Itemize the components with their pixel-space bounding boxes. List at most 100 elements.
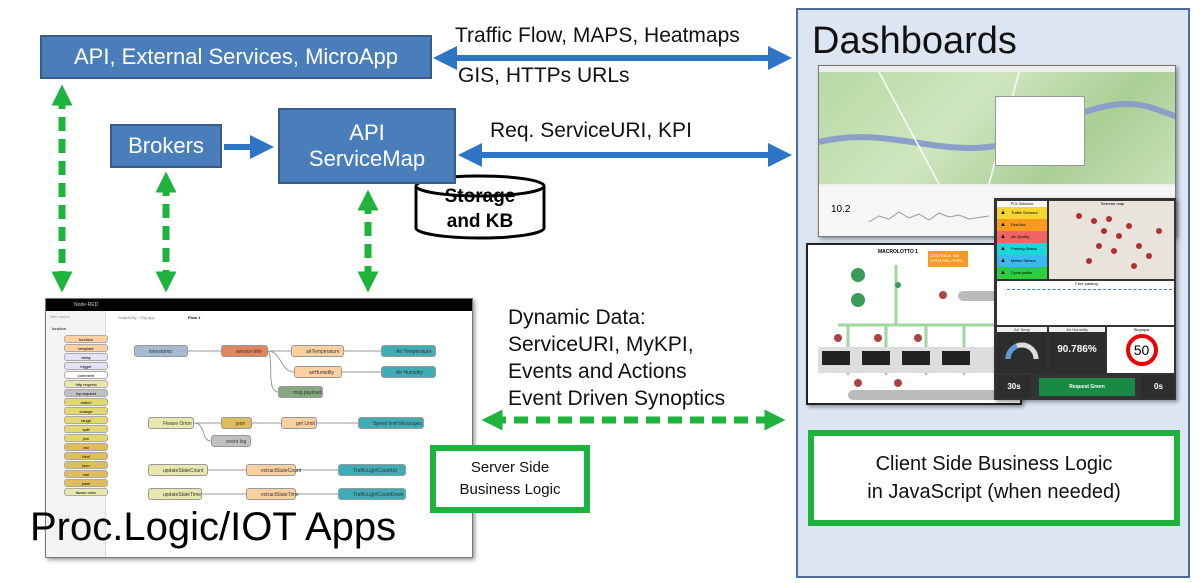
brokers-box: Brokers <box>110 124 222 168</box>
poi-marker-icon: ▲ <box>1000 270 1006 276</box>
client-side-line1: Client Side Business Logic <box>875 453 1113 475</box>
flow-node[interactable]: Fiware Orion <box>148 417 194 429</box>
map-title: Selector map <box>1100 201 1125 206</box>
map-markers <box>1076 213 1162 269</box>
flow-node[interactable]: timestamp <box>134 345 188 357</box>
synoptic-title: MACROLOTTO 1 <box>878 249 918 255</box>
flow-node[interactable]: json <box>221 417 252 429</box>
palette-node[interactable]: template <box>64 344 108 352</box>
flow-node[interactable]: extractStateCount <box>246 464 301 476</box>
palette-node[interactable]: csv <box>64 443 108 451</box>
poi-marker-icon: ▲ <box>1000 246 1006 252</box>
palette-node[interactable]: range <box>64 416 108 424</box>
synoptic-tag: CENTRALE VIA GORA DEL PERO <box>928 251 968 267</box>
palette-node[interactable]: function <box>64 335 108 343</box>
flow-node[interactable]: event log <box>211 435 251 447</box>
palette-node[interactable]: delay <box>64 353 108 361</box>
flow-node[interactable]: Air Temperature <box>381 345 436 357</box>
tab-flow-1[interactable]: Flow 1 <box>188 315 201 320</box>
filter-input[interactable]: filter nodes <box>50 314 70 319</box>
palette-node[interactable]: xml <box>64 470 108 478</box>
palette-node[interactable]: html <box>64 452 108 460</box>
chart-line <box>1007 289 1172 290</box>
poi-item-label: Cycle paths <box>1011 270 1032 275</box>
flow-node[interactable]: TrafficLightCountDown <box>338 488 406 500</box>
poi-item-label: Meteo Sensor <box>1011 258 1036 263</box>
dynamic-data-label: Dynamic Data: ServiceURI, MyKPI, Events … <box>508 304 725 412</box>
client-side-line2: in JavaScript (when needed) <box>867 481 1121 503</box>
poi-marker-icon: ▲ <box>1000 258 1006 264</box>
palette-node[interactable]: fiware orion <box>64 488 108 496</box>
server-side-line1: Server Side <box>470 459 550 476</box>
timer-left: 30s <box>997 375 1031 398</box>
synoptic-diagram <box>818 265 1016 400</box>
poi-item-label: Air Quality <box>1011 234 1030 239</box>
poi-item[interactable]: ▲ Cycle paths <box>997 267 1047 279</box>
flow-node[interactable]: msg.payload <box>278 386 323 398</box>
poi-item[interactable]: ▲Parking Status <box>997 243 1047 255</box>
dynamic-line: Event Driven Synoptics <box>508 387 726 410</box>
selector-map: Selector map <box>1049 201 1174 279</box>
speed-limit-sign: 50 <box>1125 334 1158 366</box>
poi-item[interactable]: ▲ Meteo Sensor <box>997 255 1047 267</box>
flow-node[interactable]: updateStateTime <box>148 488 202 500</box>
flow-node[interactable]: get Limit <box>281 417 317 429</box>
dashboards-title: Dashboards <box>812 20 1017 62</box>
palette-node[interactable]: json <box>64 461 108 469</box>
poi-marker-icon: ▲ <box>1000 210 1006 216</box>
palette-node[interactable]: change <box>64 407 108 415</box>
flow-node[interactable]: airHumidity <box>294 366 342 378</box>
poi-item[interactable]: ▲ Air Quality <box>997 231 1047 243</box>
flow-node[interactable]: Speed limit Messages <box>358 417 424 429</box>
flow-node[interactable]: updateStateCount <box>148 464 208 476</box>
palette-node[interactable]: yaml <box>64 479 108 487</box>
nodered-header: Node-RED <box>46 299 472 311</box>
speed-title: Stopspot <box>1133 327 1150 332</box>
api-external-services-box: API, External Services, MicroApp <box>40 35 432 79</box>
speed-limit-widget: Stopspot 50 <box>1107 327 1174 373</box>
palette-node[interactable]: switch <box>64 398 108 406</box>
palette-node[interactable]: join <box>64 434 108 442</box>
poi-marker-icon: ▲ <box>1000 234 1006 240</box>
flow-node[interactable]: TrafficLightCountUp <box>338 464 406 476</box>
proc-logic-label: Proc.Logic/IOT Apps <box>30 505 397 549</box>
sparkline <box>869 211 989 223</box>
poi-marker-icon: ▲ <box>1000 222 1006 228</box>
poi-item[interactable]: ▲ Traffic Sensors <box>997 207 1047 219</box>
widgets-screenshot: POI Selector ▲Traffic Sensors▲First Aid▲… <box>994 198 1176 400</box>
request-green-button[interactable]: Request Green <box>1039 378 1135 396</box>
poi-item[interactable]: ▲ First Aid <box>997 219 1047 231</box>
palette-category[interactable]: function <box>52 326 67 331</box>
flow-node[interactable]: service-info <box>221 345 268 357</box>
poi-item-label: Traffic Sensors <box>1011 210 1038 215</box>
free-parking-chart: Free parking <box>997 281 1174 325</box>
air-humidity-title: Air Humidity <box>1049 327 1105 332</box>
servicemap-line2: ServiceMap <box>308 146 426 171</box>
air-humidity-value: 90.786% <box>1057 344 1097 355</box>
storage-label: Storage and KB <box>416 184 544 234</box>
palette-node[interactable]: split <box>64 425 108 433</box>
flow-node[interactable]: airTemperature <box>291 345 344 357</box>
flow-node[interactable]: extractStateTime <box>246 488 299 500</box>
tab-city-app[interactable]: Snap4City - City app <box>118 315 155 320</box>
dynamic-line: Events and Actions <box>508 360 687 383</box>
air-temp-title: Air Temp <box>997 327 1047 332</box>
req-service-label: Req. ServiceURI, KPI <box>490 119 692 142</box>
small-value: 10.2 <box>831 204 851 215</box>
storage-line2: and KB <box>446 211 514 232</box>
poi-title: POI Selector <box>1010 201 1034 206</box>
synoptic-screenshot: MACROLOTTO 1 CENTRALE VIA GORA DEL PERO <box>806 243 1022 405</box>
gauge <box>1005 342 1039 360</box>
chart-title: Free parking <box>1075 281 1098 286</box>
palette-node[interactable]: comment <box>64 371 108 379</box>
palette-node[interactable]: tcp request <box>64 389 108 397</box>
flow-wires <box>188 350 381 495</box>
traffic-flow-label: Traffic Flow, MAPS, Heatmaps <box>455 24 740 47</box>
poi-item-label: First Aid <box>1011 222 1026 227</box>
nodered-screenshot: Node-RED filter nodes function Snap4City… <box>45 298 473 558</box>
palette-node[interactable]: http request <box>64 380 108 388</box>
poi-selector: POI Selector ▲Traffic Sensors▲First Aid▲… <box>997 201 1047 279</box>
flow-node[interactable]: Air Humidity <box>381 366 436 378</box>
palette-node[interactable]: trigger <box>64 362 108 370</box>
